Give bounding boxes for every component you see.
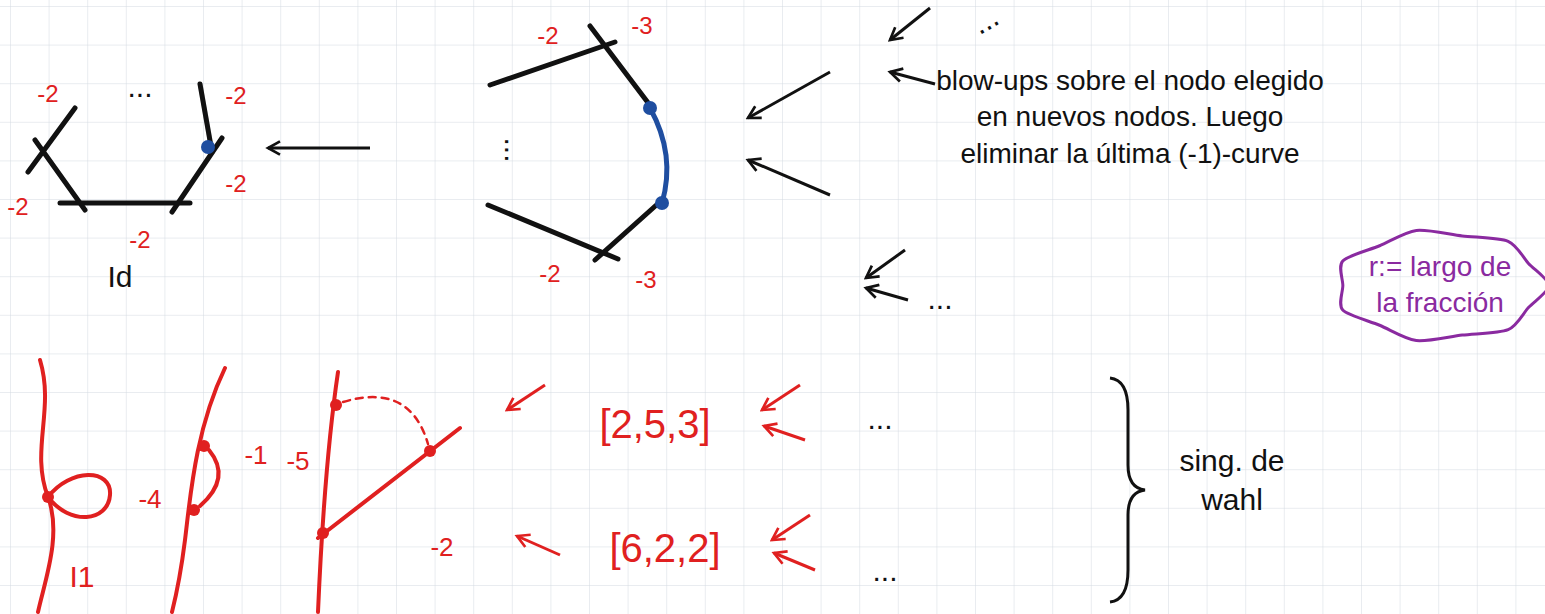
node-point: [330, 399, 342, 411]
cycle-curves: [488, 26, 662, 260]
continued-fraction: [2,5,3]: [599, 398, 710, 450]
self-intersection: -2: [129, 224, 150, 255]
cloud-outline: [1340, 230, 1545, 341]
self-intersection: -4: [138, 483, 161, 517]
ellipsis: ...: [496, 137, 535, 162]
node-point: [188, 504, 200, 516]
map-arrow: [268, 147, 370, 150]
self-intersection: -2: [37, 78, 58, 109]
node-point: [643, 101, 657, 115]
thought-cloud: r:= largo de la fracción: [1332, 229, 1545, 342]
self-intersection: -5: [286, 445, 309, 479]
ellipsis: ...: [867, 399, 892, 438]
curve: [318, 372, 460, 612]
self-intersection: -2: [225, 80, 246, 111]
node-point: [424, 445, 436, 457]
note: blow-ups sobre el nodo elegido en nuevos…: [929, 63, 1331, 172]
self-intersection: -2: [225, 168, 246, 199]
self-intersection: -2: [537, 20, 558, 51]
self-intersection: -3: [631, 10, 652, 41]
continued-fraction: [6,2,2]: [609, 522, 720, 574]
curve: [172, 368, 225, 612]
cloud-outline: [1332, 229, 1545, 342]
note: sing. de wahl: [1157, 441, 1307, 519]
ellipsis: ...: [127, 67, 152, 106]
self-intersection: -2: [7, 191, 28, 222]
self-intersection: -2: [539, 258, 560, 289]
nodal-curve: [38, 360, 110, 612]
node-point: [317, 527, 329, 539]
self-intersection: -1: [244, 439, 267, 473]
cloud-text: r:= largo de la fracción: [1358, 249, 1523, 322]
new-curve: [650, 108, 667, 203]
map-arrow: [748, 8, 935, 300]
brace: [1110, 378, 1145, 602]
self-intersection: -3: [635, 264, 656, 295]
ellipsis: ...: [964, 0, 1005, 43]
node-point: [655, 196, 669, 210]
self-intersection: -2: [430, 531, 453, 565]
ellipsis: ...: [927, 279, 952, 318]
node-point: [201, 140, 215, 154]
ellipsis: ...: [872, 551, 897, 590]
node-point: [42, 491, 54, 503]
fiber-name: Id: [107, 257, 132, 296]
fiber-name: I1: [69, 557, 94, 596]
node-point: [198, 440, 210, 452]
